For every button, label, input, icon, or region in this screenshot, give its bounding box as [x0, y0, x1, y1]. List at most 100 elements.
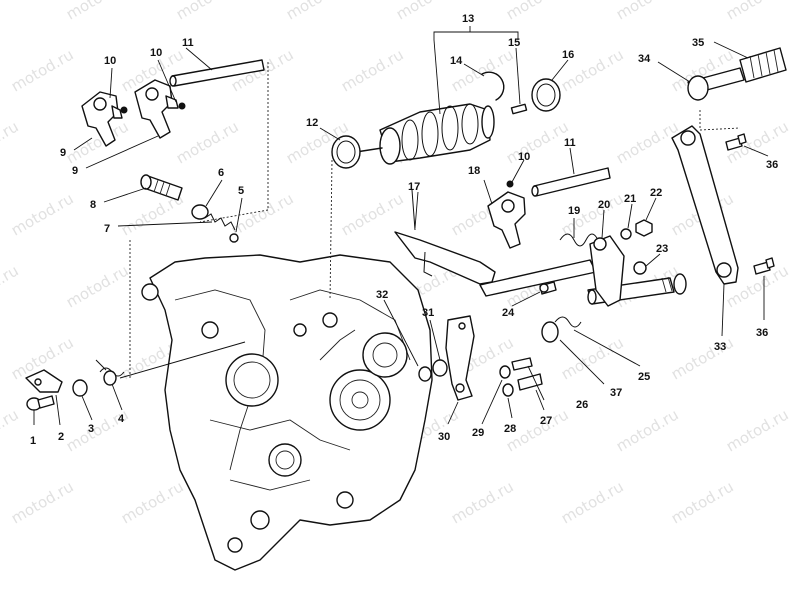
watermark-text: motod.ru	[503, 117, 572, 167]
watermark-text: motod.ru	[0, 405, 22, 455]
stopper-bolt-8	[140, 174, 183, 201]
crankcase-half	[141, 254, 433, 571]
callout-22: 22	[650, 187, 662, 199]
callout-4: 4	[118, 413, 125, 425]
callout-28: 28	[504, 423, 516, 435]
callout-10c: 10	[518, 151, 530, 163]
callout-13: 13	[462, 13, 474, 25]
callout-34: 34	[638, 53, 651, 65]
watermark-text: motod.ru	[0, 0, 22, 23]
fork-shaft-upper	[169, 59, 265, 87]
watermark-text: motod.ru	[448, 477, 517, 527]
callout-6: 6	[218, 167, 224, 179]
watermark-text: motod.ru	[558, 477, 627, 527]
spring-25	[554, 316, 582, 328]
watermark-text: motod.ru	[8, 45, 77, 95]
callout-10b: 10	[150, 47, 162, 59]
watermark-text: motod.ru	[668, 333, 737, 383]
watermark-text: motod.ru	[448, 45, 517, 95]
callout-3: 3	[88, 423, 94, 435]
callout-31: 31	[422, 307, 434, 319]
bolt-26	[511, 357, 533, 371]
washer-3	[72, 379, 88, 397]
shift-drum	[349, 103, 495, 165]
pin-15	[510, 103, 528, 115]
bolt-1	[26, 395, 55, 411]
assembly-lines	[129, 62, 741, 378]
ring-12	[331, 135, 361, 169]
callout-33: 33	[714, 341, 726, 353]
callout-19: 19	[568, 205, 580, 217]
watermark-text: motod.ru	[613, 405, 682, 455]
callout-7: 7	[104, 223, 110, 235]
guide-plate-30	[445, 315, 475, 401]
bolt-36-lower	[753, 257, 775, 275]
callout-9b: 9	[72, 165, 78, 177]
washer-28	[502, 383, 514, 397]
spring-4	[95, 359, 125, 386]
rubber-35	[739, 47, 787, 83]
callout-11b: 11	[564, 137, 576, 149]
ring-31	[432, 359, 448, 377]
callout-37: 37	[610, 387, 622, 399]
callout-12: 12	[306, 117, 318, 129]
plate-2	[25, 369, 63, 393]
callout-32: 32	[376, 289, 388, 301]
callout-5: 5	[238, 185, 244, 197]
callout-15: 15	[508, 37, 520, 49]
watermark-text: motod.ru	[613, 0, 682, 23]
callout-25: 25	[638, 371, 650, 383]
callout-8: 8	[90, 199, 96, 211]
watermark-text: motod.ru	[118, 477, 187, 527]
washer-37	[541, 321, 559, 343]
spring-7	[204, 213, 236, 231]
washer-6	[191, 204, 209, 220]
callout-35: 35	[692, 37, 704, 49]
watermark-text: motod.ru	[0, 117, 22, 167]
washer-16	[531, 78, 561, 112]
watermark-text: motod.ru	[173, 0, 242, 23]
watermark-text: motod.ru	[63, 261, 132, 311]
callout-26: 26	[576, 399, 588, 411]
callout-21: 21	[624, 193, 636, 205]
washer-21	[620, 228, 632, 240]
callout-20: 20	[598, 199, 610, 211]
callout-27: 27	[540, 415, 552, 427]
callout-30: 30	[438, 431, 450, 443]
circlip-14	[481, 71, 505, 101]
washer-23	[633, 261, 647, 275]
watermark-text: motod.ru	[393, 0, 462, 23]
callout-1: 1	[30, 435, 36, 447]
pin-24	[539, 281, 557, 295]
callout-18: 18	[468, 165, 480, 177]
shift-fork-left-b	[134, 79, 186, 139]
callout-labels: 1 2 3 4 5 6 7 8 9 9 10 10 10 11 11 12 13…	[30, 13, 778, 447]
watermark-text: motod.ru	[668, 477, 737, 527]
watermark-text: motod.ru	[8, 189, 77, 239]
callout-23: 23	[656, 243, 668, 255]
callout-14: 14	[450, 55, 463, 67]
peg-34	[687, 67, 745, 101]
ratchet-20	[589, 235, 625, 307]
watermark-text: motod.ru	[558, 333, 627, 383]
callout-2: 2	[58, 431, 64, 443]
shaft-line-left	[119, 341, 246, 379]
callout-24: 24	[502, 307, 515, 319]
watermark-text: motod.ru	[338, 45, 407, 95]
spring-19	[559, 233, 599, 247]
shift-fork-left-a	[81, 91, 128, 147]
watermark-text: motod.ru	[283, 0, 352, 23]
watermark-text: motod.ru	[723, 405, 792, 455]
gear-lever-33	[671, 125, 739, 285]
callout-10a: 10	[104, 55, 116, 67]
callout-36a: 36	[766, 159, 778, 171]
watermark-text: motod.ru	[173, 117, 242, 167]
ball-5	[229, 233, 239, 243]
callout-17: 17	[408, 181, 420, 193]
watermark-text: motod.ru	[503, 0, 572, 23]
washer-29	[499, 365, 511, 379]
watermark-text: motod.ru	[723, 0, 792, 23]
callout-29: 29	[472, 427, 484, 439]
